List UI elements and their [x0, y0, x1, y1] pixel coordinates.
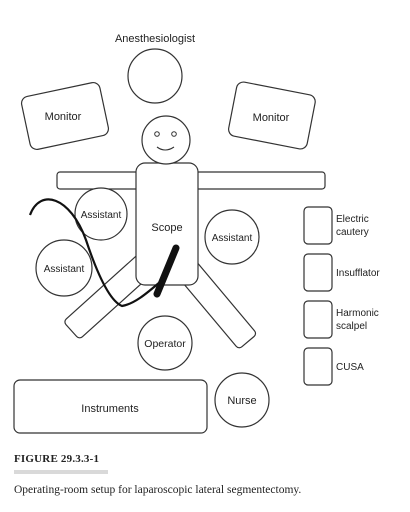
- assistant-left-lower-label: Assistant: [44, 264, 85, 275]
- equipment-label-line1: CUSA: [336, 362, 364, 373]
- monitor-right-label: Monitor: [253, 112, 290, 124]
- equipment-harmonic-scalpel: Harmonic scalpel: [303, 300, 379, 339]
- figure-label: FIGURE 29.3.3-1: [14, 453, 100, 465]
- equipment-label-line1: Harmonic: [336, 308, 379, 319]
- assistant-right-circle: [204, 209, 260, 265]
- equipment-label-line2: cautery: [336, 227, 369, 238]
- assistant-left-lower-circle: [35, 239, 93, 297]
- figure-label-rule: [14, 470, 108, 474]
- scope-cable: [28, 198, 161, 308]
- patient-head: [141, 115, 191, 165]
- anesthesiologist-label: Anesthesiologist: [115, 33, 195, 45]
- equipment-insufflator: Insufflator: [303, 253, 380, 292]
- operator-circle: [137, 315, 193, 371]
- figure-caption: Operating-room setup for laparoscopic la…: [14, 484, 302, 496]
- nurse-circle: [214, 372, 270, 428]
- equipment-electric-cautery: Electric cautery: [303, 206, 369, 245]
- operator-label: Operator: [144, 338, 186, 350]
- instruments-label: Instruments: [81, 403, 139, 415]
- monitor-left: [20, 81, 110, 151]
- assistant-right-label: Assistant: [212, 233, 253, 244]
- equipment-cusa: CUSA: [303, 347, 364, 386]
- scope-handle: [153, 244, 180, 298]
- assistant-left-upper-label: Assistant: [81, 210, 122, 221]
- assistant-left-upper-circle: [74, 187, 128, 241]
- equipment-label-line2: scalpel: [336, 321, 367, 332]
- monitor-left-label: Monitor: [45, 111, 82, 123]
- nurse-label: Nurse: [227, 395, 256, 407]
- equipment-label-line1: Insufflator: [336, 268, 380, 279]
- anesthesiologist-circle: [127, 48, 183, 104]
- instruments-table: [13, 379, 208, 434]
- equipment-label-line1: Electric: [336, 214, 369, 225]
- scope-label: Scope: [151, 222, 182, 234]
- monitor-right: [227, 81, 316, 150]
